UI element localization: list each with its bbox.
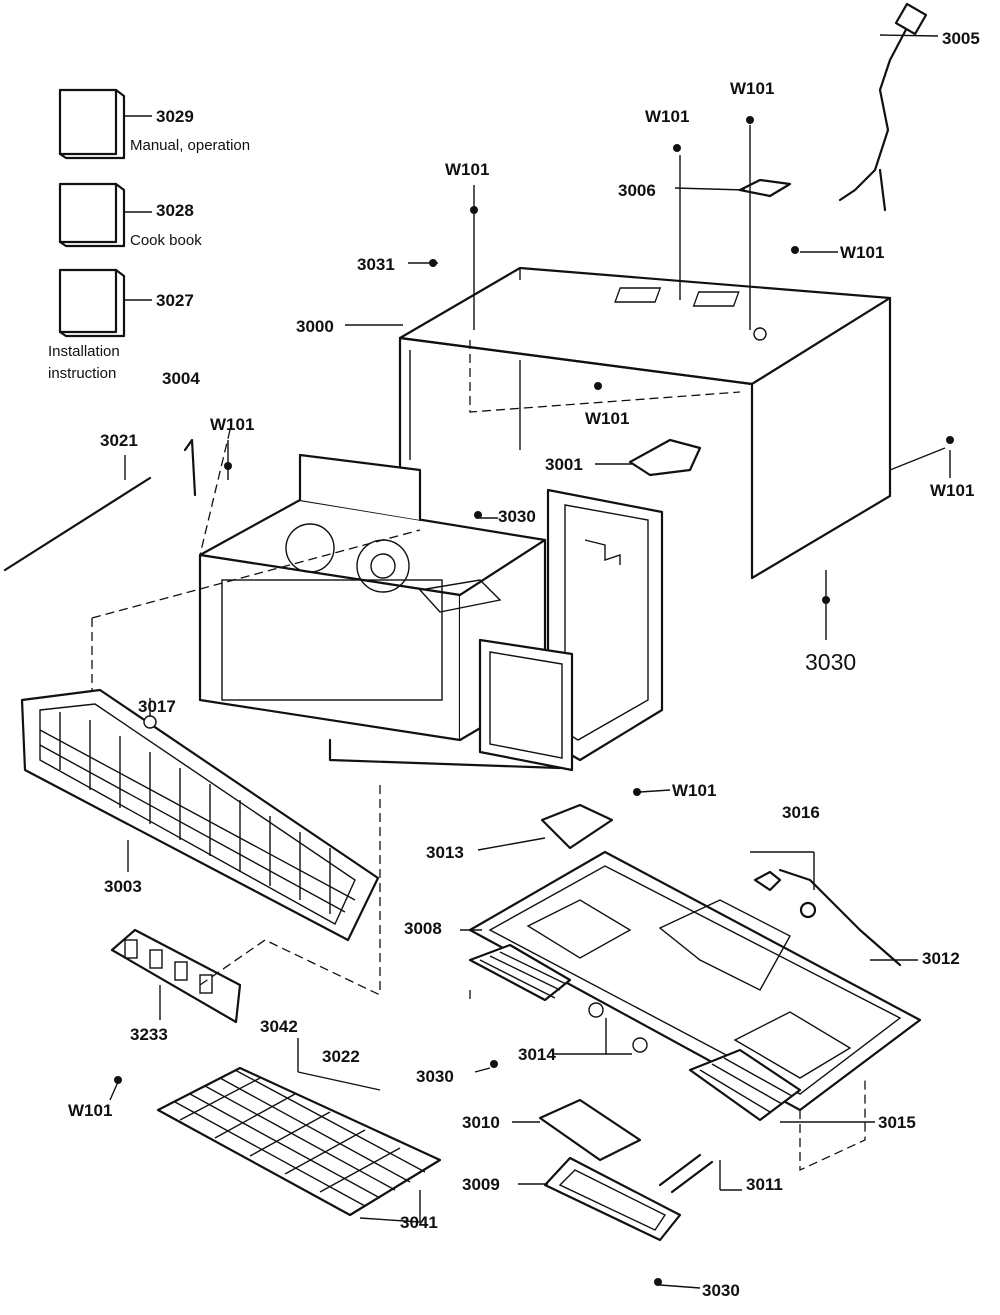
installation-booklet-3027 (58, 268, 152, 338)
label-3014: 3014 (518, 1045, 556, 1064)
label-3010: 3010 (462, 1113, 500, 1132)
label-w101-a: W101 (730, 79, 774, 98)
side-panel (478, 488, 664, 772)
fuse-holder-3006 (738, 178, 792, 198)
label-3011: 3011 (746, 1175, 783, 1194)
label-3008: 3008 (404, 919, 442, 938)
label-3028: 3028 (156, 201, 194, 220)
label-3030-b: 3030 (805, 649, 856, 675)
label-cookbook: Cook book (130, 232, 202, 249)
label-3017: 3017 (138, 697, 176, 716)
label-3012: 3012 (922, 949, 960, 968)
alignment-lines (91, 429, 421, 996)
frame-3009 (543, 1156, 682, 1242)
label-w101-h: W101 (672, 781, 716, 800)
oven-cavity (198, 453, 562, 770)
rack-3022 (156, 1066, 442, 1217)
label-install-2: instruction (48, 365, 116, 382)
latch-3004 (183, 438, 197, 497)
label-3015: 3015 (878, 1113, 916, 1132)
label-3031: 3031 (357, 255, 395, 274)
label-3029: 3029 (156, 107, 194, 126)
label-3030-d: 3030 (702, 1281, 740, 1300)
label-3009: 3009 (462, 1175, 500, 1194)
label-3041: 3041 (400, 1213, 438, 1232)
label-3016: 3016 (782, 803, 820, 822)
thermostat-3016 (753, 868, 902, 967)
grille-3003 (20, 688, 380, 942)
label-3000: 3000 (296, 317, 334, 336)
manual-booklet-3029 (58, 88, 152, 160)
lamp-cover-3010 (538, 1098, 642, 1162)
label-install-1: Installation (48, 343, 120, 360)
label-w101-i: W101 (68, 1101, 112, 1120)
label-3006: 3006 (618, 181, 656, 200)
label-3022: 3022 (322, 1047, 360, 1066)
label-w101-c: W101 (445, 160, 489, 179)
part-labels: 3029 Manual, operation 3028 Cook book 30… (48, 29, 980, 1300)
label-w101-d: W101 (840, 243, 884, 262)
label-3003: 3003 (104, 877, 142, 896)
label-3233: 3233 (130, 1025, 168, 1044)
bracket-3001 (628, 438, 702, 477)
cord-3021 (3, 476, 152, 572)
label-w101-f: W101 (210, 415, 254, 434)
base-plate-3008 (468, 850, 922, 1172)
outer-cabinet-3000 (398, 266, 892, 580)
label-3027: 3027 (156, 291, 194, 310)
leader-lines (109, 34, 951, 1289)
label-3021: 3021 (100, 431, 138, 450)
control-board-3233 (110, 928, 242, 1024)
label-w101-g: W101 (930, 481, 974, 500)
screws (114, 116, 954, 1286)
bracket-3013 (540, 803, 614, 850)
label-w101-e: W101 (585, 409, 629, 428)
label-3013: 3013 (426, 843, 464, 862)
label-3005: 3005 (942, 29, 980, 48)
cookbook-booklet-3028 (58, 182, 152, 248)
label-3030-c: 3030 (416, 1067, 454, 1086)
power-cord-3005 (838, 2, 928, 212)
label-3042: 3042 (260, 1017, 298, 1036)
label-manual: Manual, operation (130, 137, 250, 154)
label-3030-a: 3030 (498, 507, 536, 526)
label-3001: 3001 (545, 455, 583, 474)
label-w101-b: W101 (645, 107, 689, 126)
label-3004: 3004 (162, 369, 200, 388)
lamp-holders-3011 (658, 1153, 714, 1194)
